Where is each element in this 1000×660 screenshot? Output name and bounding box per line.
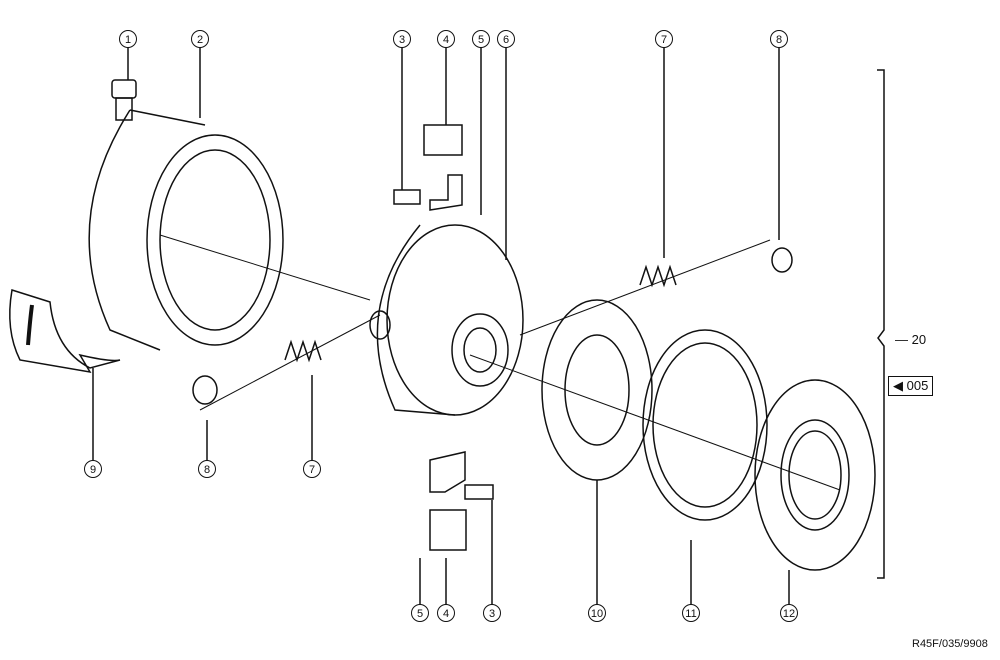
- callout-8: 8: [770, 30, 788, 48]
- callout-3-lower: 3: [483, 604, 501, 622]
- callout-12: 12: [780, 604, 798, 622]
- callout-8-lower: 8: [198, 460, 216, 478]
- callout-7: 7: [655, 30, 673, 48]
- callout-4: 4: [437, 30, 455, 48]
- callout-3: 3: [393, 30, 411, 48]
- callout-5-lower: 5: [411, 604, 429, 622]
- callout-4-lower: 4: [437, 604, 455, 622]
- callout-5: 5: [472, 30, 490, 48]
- assembly-number: — 20: [895, 332, 927, 347]
- callout-7-lower: 7: [303, 460, 321, 478]
- callout-6: 6: [497, 30, 515, 48]
- callout-1: 1: [119, 30, 137, 48]
- callout-11: 11: [682, 604, 700, 622]
- page-reference: ◀ 005: [888, 376, 934, 396]
- callout-2: 2: [191, 30, 209, 48]
- drawing-reference: R45F/035/9908: [912, 638, 988, 650]
- callout-10: 10: [588, 604, 606, 622]
- callout-9: 9: [84, 460, 102, 478]
